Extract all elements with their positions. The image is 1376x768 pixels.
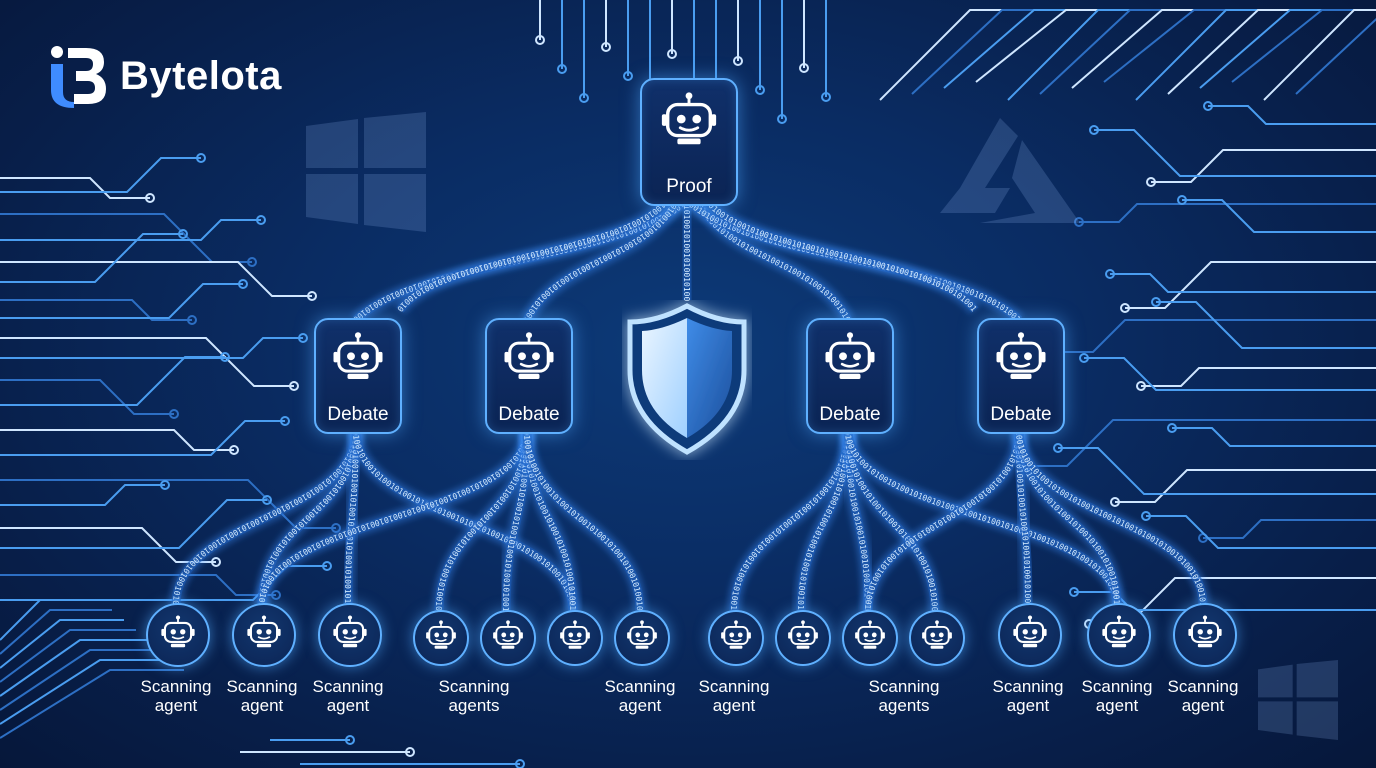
agent-node [232,603,296,667]
debate-label: Debate [327,404,389,425]
robot-icon [920,619,954,658]
agent-node [1173,603,1237,667]
proof-node: Proof [640,78,738,206]
agent-node [842,610,898,666]
robot-icon [625,619,659,658]
robot-icon [822,330,878,391]
brand-name: Bytelota [120,53,282,98]
robot-icon [719,619,753,658]
robot-icon [658,90,720,157]
ib-monogram-icon [51,46,106,108]
robot-icon [558,619,592,658]
azure-logo-icon [940,118,1080,223]
agent-node [1087,603,1151,667]
windows-logo-icon [1258,660,1338,740]
robot-icon [993,330,1049,391]
debate-node-3: Debate [806,318,894,434]
robot-icon [330,330,386,391]
robot-icon [159,614,197,657]
robot-icon [1186,614,1224,657]
agent-node [708,610,764,666]
brand-logo: Bytelota [48,44,282,108]
debate-node-2: Debate [485,318,573,434]
robot-icon [1011,614,1049,657]
agent-node [146,603,210,667]
agent-node [318,603,382,667]
robot-icon [853,619,887,658]
debate-label: Debate [498,404,560,425]
robot-icon [331,614,369,657]
agent-node [413,610,469,666]
debate-node-4: Debate [977,318,1065,434]
agent-node [480,610,536,666]
robot-icon [1100,614,1138,657]
proof-label: Proof [666,176,712,197]
shield-icon [627,303,747,455]
agent-node [547,610,603,666]
robot-icon [786,619,820,658]
robot-icon [424,619,458,658]
robot-icon [245,614,283,657]
agent-node [909,610,965,666]
robot-icon [491,619,525,658]
agent-node [998,603,1062,667]
robot-icon [501,330,557,391]
debate-label: Debate [990,404,1052,425]
windows-logo-icon [306,112,426,232]
debate-node-1: Debate [314,318,402,434]
agent-node [775,610,831,666]
debate-label: Debate [819,404,881,425]
agent-node [614,610,670,666]
